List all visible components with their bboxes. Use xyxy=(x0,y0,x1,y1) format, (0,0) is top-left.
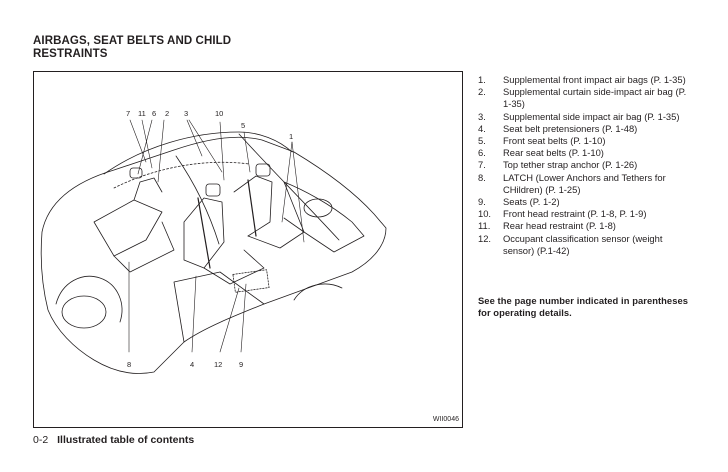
a-pillar xyxy=(175,155,220,245)
steering-wheel xyxy=(303,198,333,218)
door-line xyxy=(173,271,265,343)
callout-6: 6 xyxy=(152,109,157,118)
legend-text: Rear head restraint (P. 1-8) xyxy=(503,220,616,232)
page-number: 0-2 xyxy=(33,434,49,446)
callout-4: 4 xyxy=(190,360,195,369)
legend-text: Occupant classification sensor (weight s… xyxy=(503,232,663,256)
legend-text: Supplemental front impact air bags (P. 1… xyxy=(503,74,686,85)
callout-9: 9 xyxy=(239,360,244,369)
vehicle-illustration xyxy=(40,119,387,374)
callout-3: 3 xyxy=(184,109,189,118)
figure-code: WII0046 xyxy=(432,416,459,423)
callout-10: 10 xyxy=(215,109,224,118)
legend-number: 10. xyxy=(478,208,492,220)
legend-number: 3. xyxy=(478,110,486,122)
legend-item: 6. Rear seat belts (P. 1-10) xyxy=(478,147,692,159)
front-seat-left xyxy=(183,197,225,269)
legend-number: 8. xyxy=(478,171,486,183)
legend-item: 4. Seat belt pretensioners (P. 1-48) xyxy=(478,123,692,135)
legend-note: See the page number indicated in parenth… xyxy=(478,295,688,319)
callout-11: 11 xyxy=(138,109,146,118)
footer-section-title: Illustrated table of contents xyxy=(57,434,195,446)
legend-text: Seats (P. 1-2) xyxy=(503,196,560,208)
legend-number: 2. xyxy=(478,86,486,98)
legend-item: 3. Supplemental side impact air bag (P. 1… xyxy=(478,111,692,123)
legend-item: 9. Seats (P. 1-2) xyxy=(478,196,692,208)
roof-pillar xyxy=(103,131,293,175)
page-footer: 0-2 Illustrated table of contents xyxy=(33,434,194,446)
heading-line-1: AIRBAGS, SEAT BELTS AND CHILD xyxy=(33,35,232,47)
windshield xyxy=(238,133,340,241)
legend-number: 12. xyxy=(478,232,492,244)
legend-item: 11. Rear head restraint (P. 1-8) xyxy=(478,220,692,232)
legend-text: Supplemental side impact air bag (P. 1-3… xyxy=(503,110,680,122)
section-heading: AIRBAGS, SEAT BELTS AND CHILD RESTRAINTS xyxy=(33,35,231,61)
legend-item: 7. Top tether strap anchor (P. 1-26) xyxy=(478,159,692,171)
callout-12: 12 xyxy=(214,360,223,369)
legend-item: 10. Front head restraint (P. 1-8, P. 1-9) xyxy=(478,208,692,220)
callout-1: 1 xyxy=(289,132,294,141)
callout-7: 7 xyxy=(126,109,131,118)
callout-2: 2 xyxy=(165,109,170,118)
legend-number: 7. xyxy=(478,159,486,171)
rear-seat xyxy=(93,199,163,257)
heading-line-2: RESTRAINTS xyxy=(33,48,108,60)
dashboard xyxy=(283,181,365,253)
rear-wheel xyxy=(55,275,123,323)
callout-8: 8 xyxy=(127,360,132,369)
curtain-airbag-rail xyxy=(113,161,250,189)
legend-number: 9. xyxy=(478,196,486,208)
callout-legend: 1. Supplemental front impact air bags (P.… xyxy=(478,74,692,257)
legend-number: 11. xyxy=(478,220,491,232)
legend-text: Rear seat belts (P. 1-10) xyxy=(503,147,604,159)
car-body-outline xyxy=(40,136,387,374)
callout-5: 5 xyxy=(241,121,246,130)
legend-text: Seat belt pretensioners (P. 1-48) xyxy=(503,122,638,134)
seat-belt xyxy=(197,197,211,269)
front-wheel xyxy=(293,283,343,301)
legend-number: 5. xyxy=(478,135,486,147)
front-seat-right xyxy=(233,175,273,237)
legend-item: 8. LATCH (Lower Anchors and Tethers for C… xyxy=(478,172,692,196)
legend-number: 4. xyxy=(478,122,486,134)
legend-item: 5. Front seat belts (P. 1-10) xyxy=(478,135,692,147)
legend-text: Front head restraint (P. 1-8, P. 1-9) xyxy=(503,208,647,220)
legend-item: 1. Supplemental front impact air bags (P.… xyxy=(478,74,692,86)
vehicle-cutaway-figure: 7 11 6 2 3 10 5 1 8 4 12 9 WII0046 xyxy=(33,71,463,428)
legend-number: 1. xyxy=(478,74,486,85)
legend-text: Supplemental curtain side-impact air bag… xyxy=(503,86,687,110)
legend-text: Front seat belts (P. 1-10) xyxy=(503,135,606,147)
legend-number: 6. xyxy=(478,147,486,159)
legend-item: 2. Supplemental curtain side-impact air b… xyxy=(478,86,692,110)
legend-text: Top tether strap anchor (P. 1-26) xyxy=(503,159,638,171)
legend-text: LATCH (Lower Anchors and Tethers for CHi… xyxy=(503,171,666,195)
legend-item: 12. Occupant classification sensor (weigh… xyxy=(478,233,692,257)
